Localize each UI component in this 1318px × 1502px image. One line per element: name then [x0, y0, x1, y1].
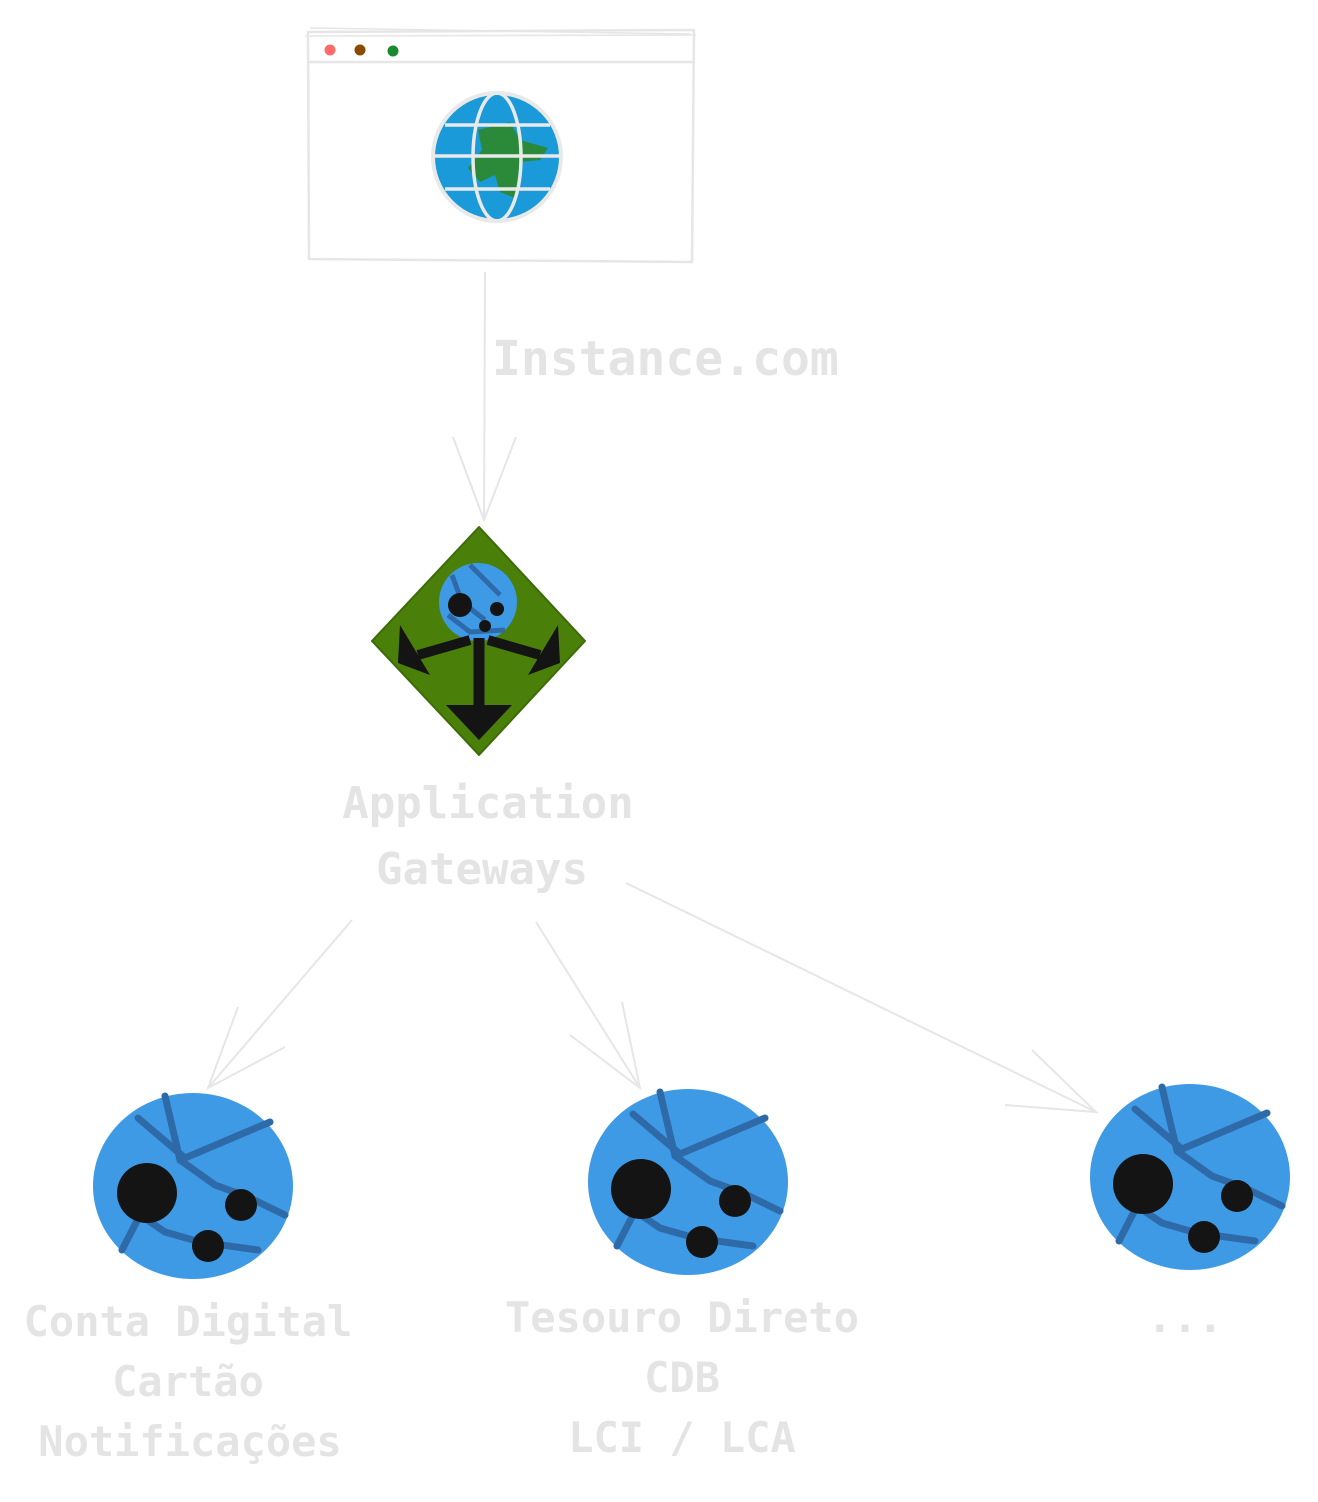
- cluster-icon-1: [93, 1092, 293, 1279]
- edge-gateway-to-cluster-3: [625, 882, 1099, 1114]
- cluster-icon-3: [1090, 1083, 1290, 1270]
- application-gateway-icon: [371, 526, 586, 756]
- browser-minimize-dot: [354, 44, 366, 56]
- cluster-3-label-line1: ...: [1147, 1293, 1223, 1342]
- edge-browser-to-gateway: [452, 271, 517, 523]
- globe-icon: [431, 91, 563, 223]
- browser-maximize-dot: [387, 45, 399, 57]
- gateway-label-line1: Application: [342, 778, 633, 829]
- cluster-1-label-line2: Cartão: [112, 1357, 264, 1406]
- gateway-label-line2: Gateways: [376, 844, 588, 895]
- cluster-1-label-line3: Notificações: [38, 1417, 341, 1466]
- cluster-1-label-line1: Conta Digital: [24, 1297, 353, 1346]
- cluster-2-label-line3: LCI / LCA: [568, 1413, 796, 1462]
- edge-gateway-to-cluster-2: [535, 921, 642, 1091]
- edge-label: Instance.com: [492, 331, 839, 387]
- cluster-2-label-line1: Tesouro Direto: [505, 1293, 859, 1342]
- cluster-icon-2: [588, 1088, 788, 1275]
- browser-window: [304, 27, 697, 264]
- browser-close-dot: [324, 44, 336, 56]
- edge-gateway-to-cluster-1: [206, 919, 353, 1091]
- cluster-2-label-line2: CDB: [644, 1353, 720, 1402]
